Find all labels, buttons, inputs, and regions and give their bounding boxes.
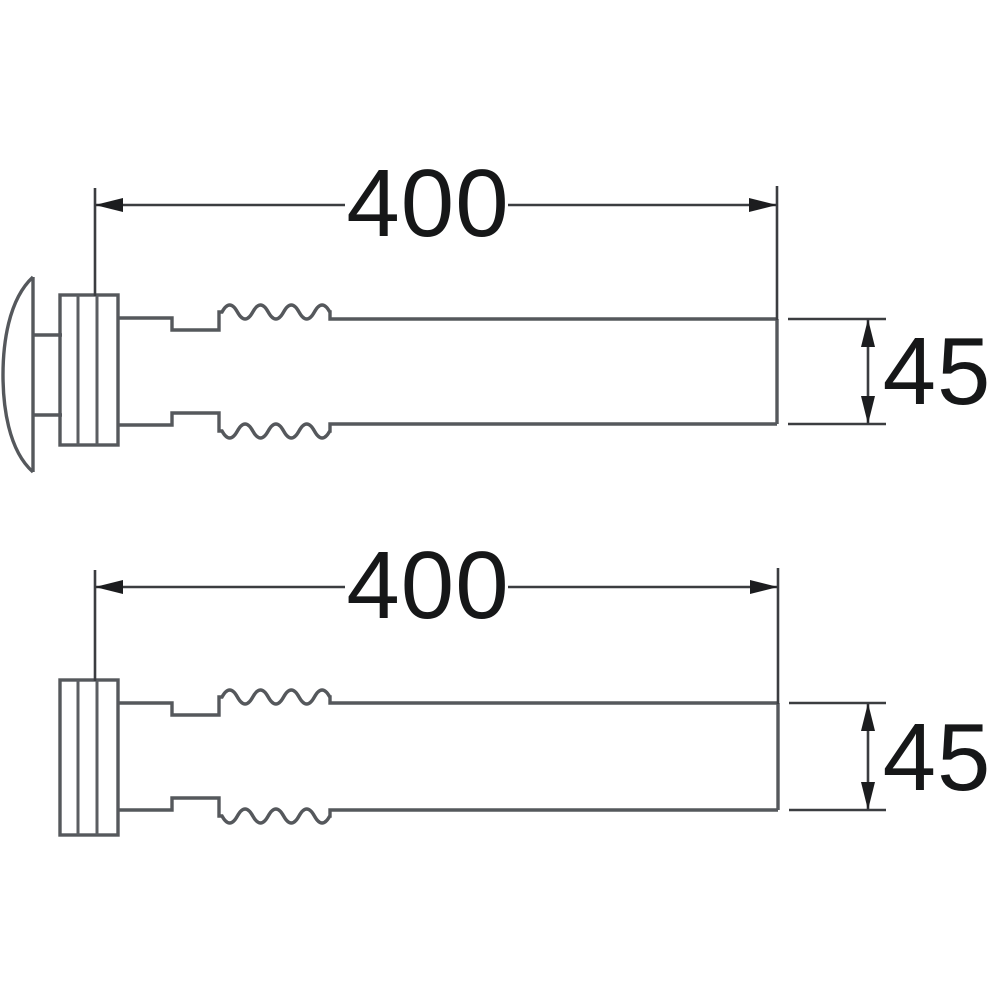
lower-top-profile <box>118 688 778 717</box>
collar-spacer <box>33 333 62 417</box>
lower-assembly-view: 400 45 <box>58 532 992 837</box>
lower-diameter-arrow-bottom <box>861 782 875 810</box>
upper-assembly-view: 400 45 <box>1 150 992 474</box>
upper-diameter-arrow-top <box>861 319 875 347</box>
nut-outline <box>58 293 120 447</box>
hex-nut-block <box>58 293 120 447</box>
lower-bottom-profile <box>118 796 778 825</box>
lower-length-dimension: 400 <box>93 532 780 704</box>
lower-length-arrow-right <box>750 580 778 594</box>
lower-hex-nut-block <box>58 678 120 837</box>
upper-diameter-arrow-bottom <box>861 396 875 424</box>
dome-flange-cap <box>1 275 35 474</box>
lower-diameter-dimension: 45 <box>789 701 992 812</box>
upper-top-profile <box>118 303 777 332</box>
lower-length-arrow-left <box>95 580 123 594</box>
upper-diameter-dimension: 45 <box>788 317 992 426</box>
upper-length-label: 400 <box>346 150 509 257</box>
upper-diameter-label: 45 <box>883 318 992 425</box>
upper-bottom-profile <box>118 411 777 440</box>
upper-length-arrow-left <box>95 198 123 212</box>
lower-nut-outline <box>58 678 120 837</box>
dome-flange-arc <box>1 275 35 474</box>
lower-diameter-arrow-top <box>861 703 875 731</box>
lower-diameter-label: 45 <box>883 704 992 811</box>
upper-length-arrow-right <box>749 198 777 212</box>
upper-length-dimension: 400 <box>93 150 779 320</box>
lower-length-label: 400 <box>346 532 509 639</box>
